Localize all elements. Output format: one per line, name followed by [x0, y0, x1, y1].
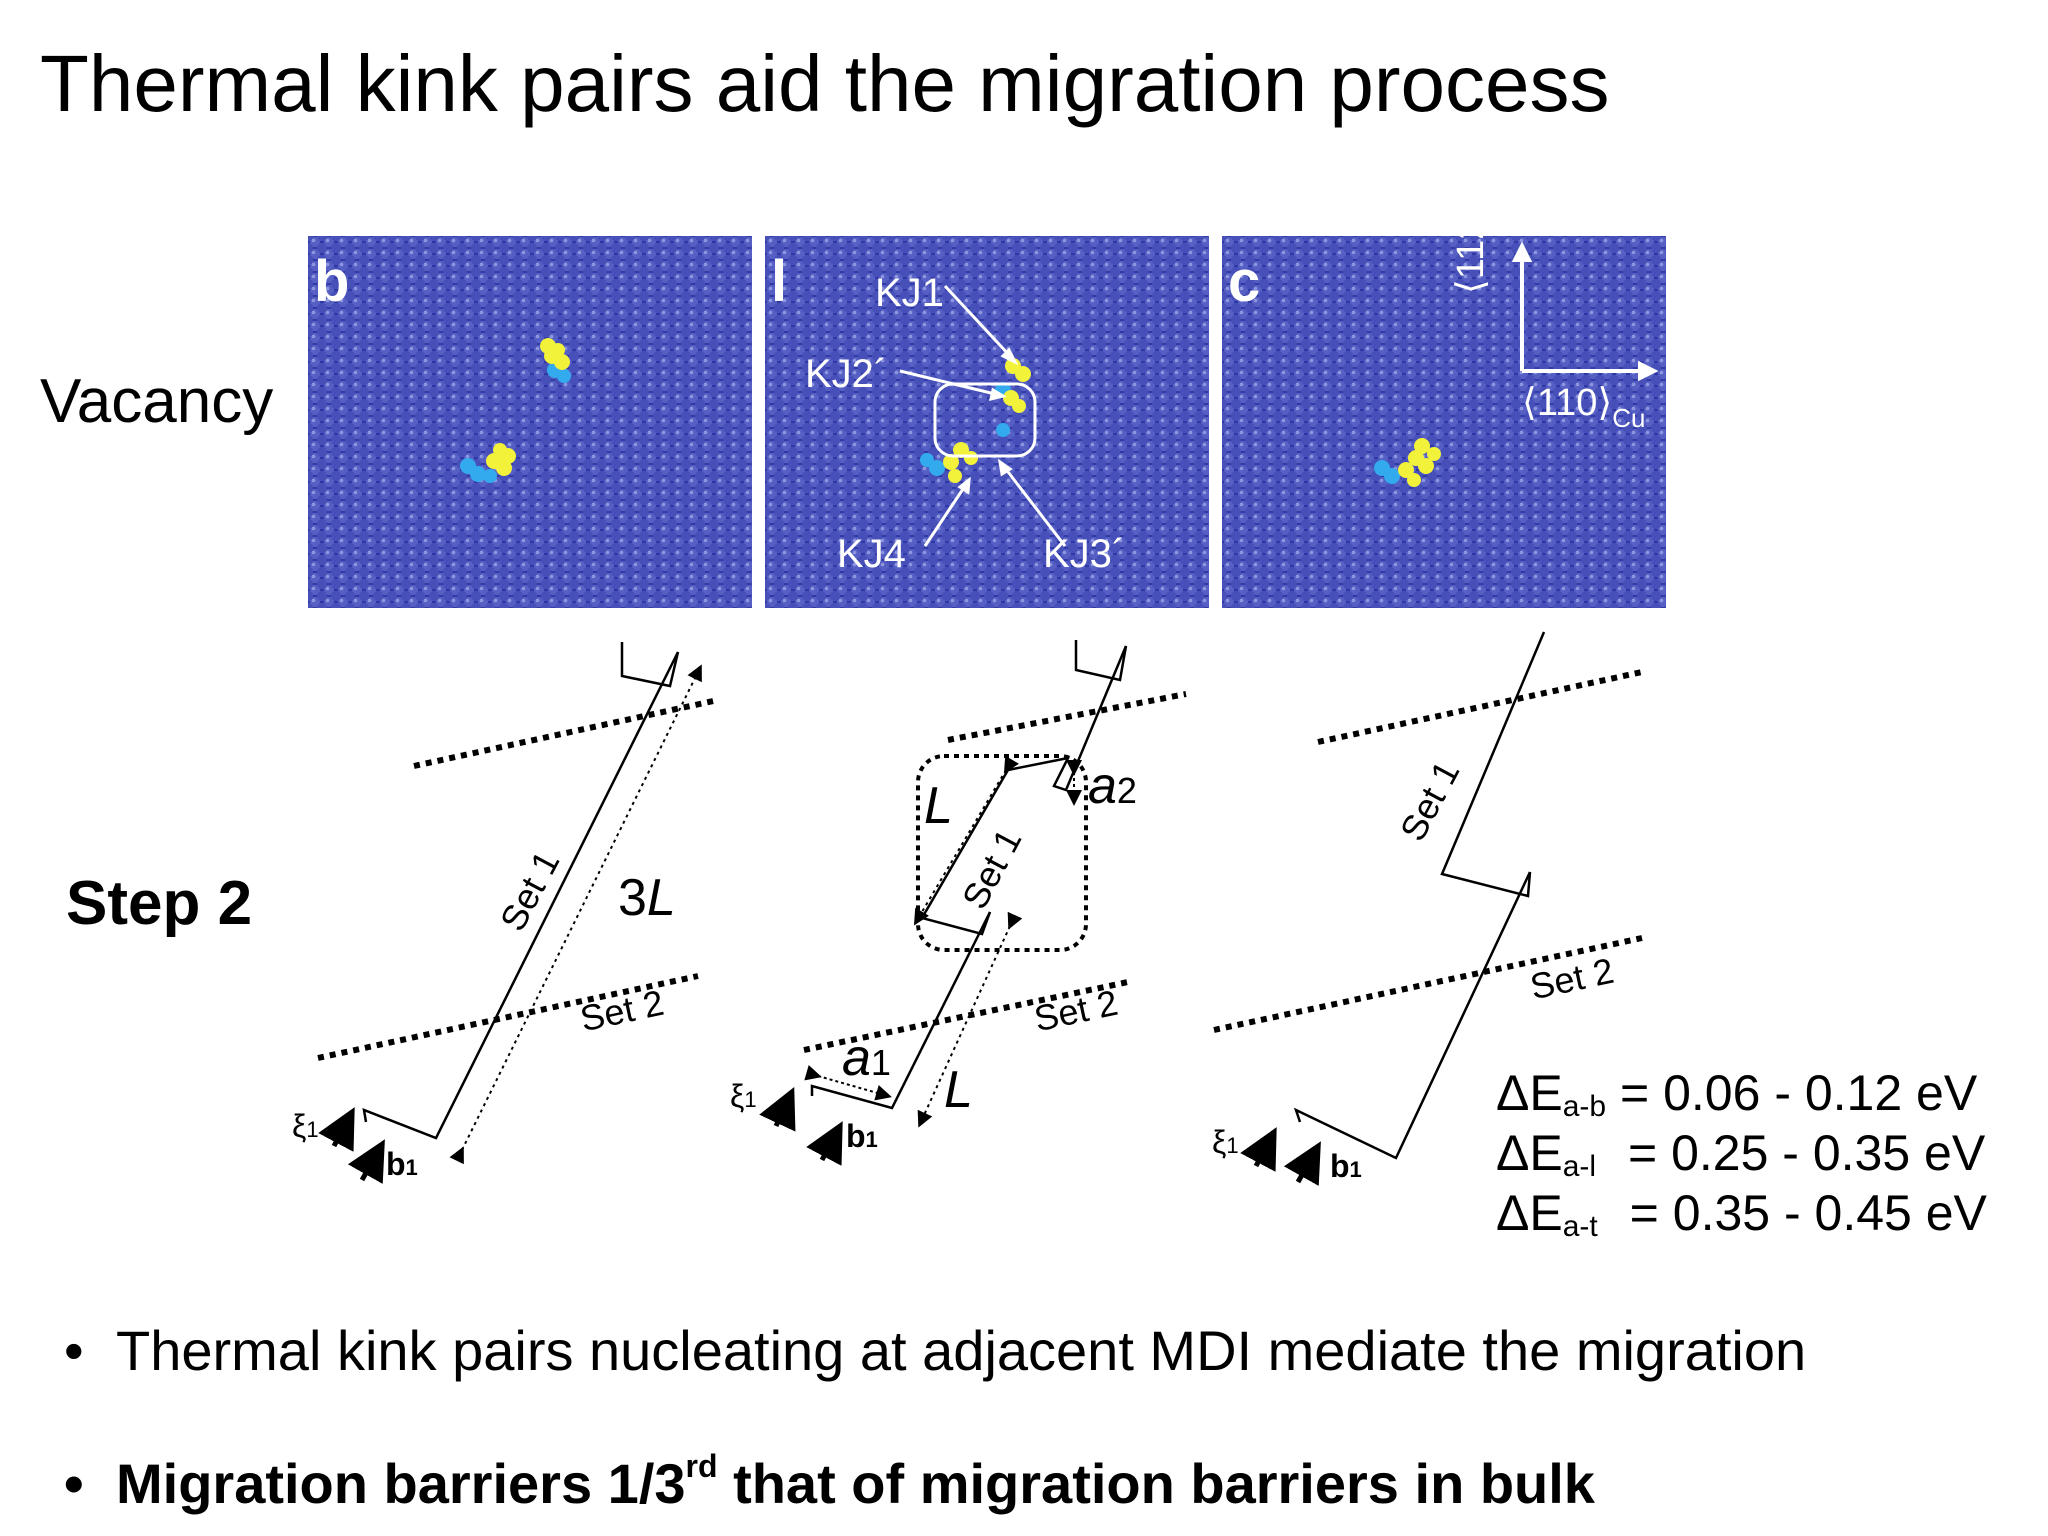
- xi-label-c: ξ1: [1212, 1124, 1239, 1160]
- bullet-dot: •: [64, 1452, 84, 1515]
- atomistic-panel-b: b: [308, 236, 752, 608]
- kink-label-kj4: KJ4: [837, 532, 906, 576]
- axis-label-110: ⟨110⟩Cu: [1522, 382, 1646, 433]
- defect-cluster-lower: [460, 443, 516, 483]
- panel-letter-c: c: [1228, 249, 1261, 314]
- kink-label-kj2: KJ2´: [805, 352, 888, 396]
- defect-cluster-merged: [1374, 438, 1441, 487]
- schematic-l: [759, 640, 1187, 1166]
- bullet-kink-pairs: •Thermal kink pairs nucleating at adjace…: [64, 1319, 1807, 1382]
- step-label: Step 2: [66, 869, 253, 938]
- energy-barrier-a-t: ΔEa-t = 0.35 - 0.45 eV: [1496, 1185, 1987, 1243]
- kink-label-kj3: KJ3´: [1043, 532, 1126, 576]
- schematic-c: [1213, 631, 1643, 1186]
- kink-label-kj1: KJ1: [875, 271, 944, 315]
- bullet-migration-barriers: •Migration barriers 1/3rd that of migrat…: [64, 1448, 1595, 1515]
- energy-barrier-a-l: ΔEa-l = 0.25 - 0.35 eV: [1496, 1125, 1986, 1183]
- kink-pointers: [899, 284, 1067, 547]
- b-label-b: b1: [386, 1146, 418, 1182]
- atom-lattice-c: [1222, 236, 1666, 608]
- crystal-axes: [1511, 241, 1659, 382]
- defect-cluster-upper: [540, 338, 571, 383]
- atomistic-panel-l: l KJ1 KJ2´ KJ4 KJ3´: [765, 236, 1209, 608]
- defect-cluster-kinks: [920, 358, 1031, 483]
- l-label-upper: L: [924, 777, 953, 835]
- l-label-lower: L: [944, 1061, 973, 1119]
- three-l-label: 3L: [618, 869, 676, 927]
- schematic-b: [317, 642, 719, 1184]
- xi-label-l: ξ1: [730, 1078, 757, 1114]
- xi-label-b: ξ1: [292, 1108, 319, 1144]
- kink-highlight-box: [933, 382, 1037, 458]
- b-label-l: b1: [846, 1118, 878, 1154]
- slide-title: Thermal kink pairs aid the migration pro…: [40, 39, 1610, 128]
- atomistic-panel-c: c ⟨112⟩Cu ⟨110⟩Cu: [1222, 171, 1666, 608]
- a1-label: a1: [842, 1029, 891, 1087]
- panel-letter-l: l: [771, 249, 788, 314]
- vacancy-label: Vacancy: [40, 367, 274, 436]
- b-label-c: b1: [1330, 1148, 1362, 1184]
- bullet-dot: •: [64, 1319, 84, 1382]
- panel-letter-b: b: [314, 249, 350, 314]
- a2-label: a2: [1088, 757, 1137, 815]
- energy-barrier-a-b: ΔEa-b = 0.06 - 0.12 eV: [1496, 1065, 1978, 1123]
- atom-lattice-b: [308, 236, 752, 608]
- atom-lattice-l: [765, 236, 1209, 608]
